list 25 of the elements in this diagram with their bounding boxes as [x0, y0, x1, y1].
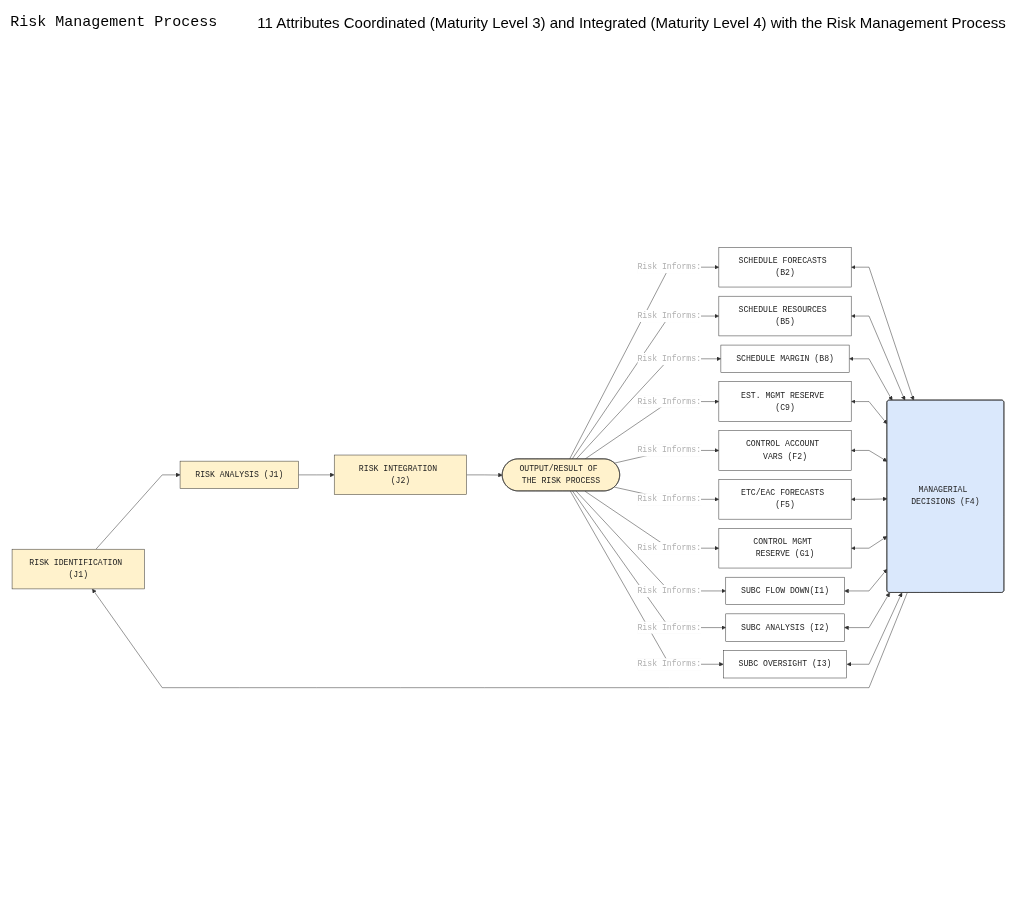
edge-label: Risk Informs: [637, 586, 702, 596]
edge-label: Risk Informs: [637, 396, 702, 407]
node-box: RISK IDENTIFICATION (J1) [11, 548, 145, 590]
edge-label: Risk Informs: [637, 623, 702, 633]
node-box: SUBC OVERSIGHT (I3) [723, 650, 847, 679]
edge-label: Risk Informs: [637, 311, 702, 321]
node-box: EST. MGMT RESERVE (C9) [718, 381, 852, 422]
node-box: ETC/EAC FORECASTS (F5) [718, 479, 852, 520]
edge-label: Risk Informs: [637, 262, 702, 272]
edge-label: Risk Informs: [637, 354, 702, 364]
node-box: CONTROL ACCOUNT VARS (F2) [718, 430, 852, 471]
node-box: SUBC ANALYSIS (I2) [725, 613, 845, 642]
caption-note: 11 Attributes Coordinated (Maturity Level 3) and Integrated (Maturity Level 4) with the Risk Management Process [257, 14, 1006, 31]
edge-label: Risk Informs: [637, 494, 702, 504]
node-box: RISK INTEGRATION (J2) [333, 454, 467, 495]
node-box: SUBC FLOW DOWN(I1) [725, 576, 845, 605]
node-box: SCHEDULE RESOURCES (B5) [718, 295, 852, 337]
bracket-label: Risk Management Process [10, 14, 218, 31]
node-box: CONTROL MGMT RESERVE (G1) [718, 528, 852, 569]
edge-label: Risk Informs: [637, 543, 702, 553]
node-box: SCHEDULE FORECASTS (B2) [718, 247, 852, 288]
node-box: SCHEDULE MARGIN (B8) [720, 344, 850, 373]
edge-label: Risk Informs: [637, 445, 702, 456]
node-box: RISK ANALYSIS (J1) [179, 460, 299, 489]
edge-label: Risk Informs: [637, 659, 702, 669]
